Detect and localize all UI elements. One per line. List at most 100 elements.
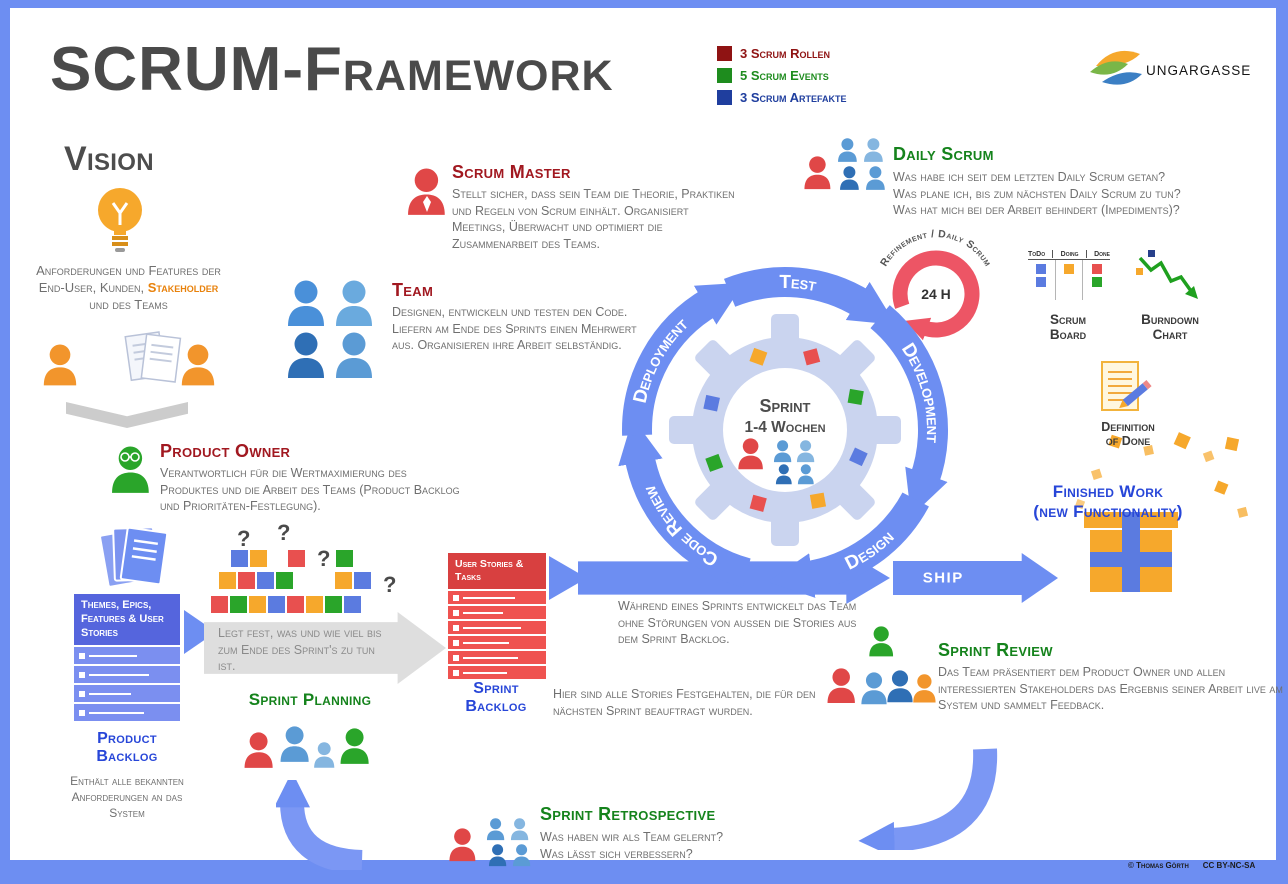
documents-icon	[124, 331, 182, 383]
scrum-board-label: Scrum Board	[1049, 312, 1087, 342]
refinement-cycle: Refinement / Daily Scrum 24 H	[878, 228, 994, 341]
daily-scrum-icon	[804, 138, 885, 190]
sprint-backlog-title: Sprint Backlog	[465, 680, 527, 716]
stakeholder-highlight: Stakeholder	[147, 280, 219, 296]
legend-swatch-events	[717, 68, 732, 83]
sprint-review-icon	[827, 626, 936, 705]
review-to-retro-arrow	[858, 748, 998, 850]
logo-text: UNGARGASSE	[1146, 62, 1252, 78]
vision-title: Vision	[64, 140, 154, 178]
board-col-doing: Doing	[1060, 250, 1079, 258]
backlog-item	[448, 651, 546, 665]
story-blocks-illustration: ? ? ? ?	[211, 524, 396, 613]
refinement-arrow-icon	[892, 250, 980, 341]
daily-question-2: Was plane ich, bis zum nächsten Daily Sc…	[893, 186, 1181, 201]
product-owner-text: Verantwortlich für die Wertmaximierung d…	[160, 466, 460, 513]
burndown-chart-label: Burndown Chart	[1141, 312, 1199, 342]
legend-swatch-roles	[717, 46, 732, 61]
cycle-ring	[618, 267, 949, 598]
product-owner-icon	[112, 446, 149, 493]
sprint-backlog-panel-title: User Stories & Tasks	[448, 553, 546, 590]
sprint-planning-text: Legt fest, was und wie viel bis zum Ende…	[218, 626, 382, 673]
gift-ribbon-horizontal	[1090, 552, 1172, 567]
retro-question-1: Was haben wir als Team gelernt?	[540, 830, 724, 844]
backlog-item	[74, 704, 180, 722]
ungargasse-logo: UNGARGASSE	[1084, 48, 1251, 92]
backlog-item	[74, 685, 180, 703]
footer-credits: © Thomas Görth CC BY-NC-SA	[1128, 861, 1255, 870]
product-backlog-panel: Themes, Epics, Features & User Stories	[74, 594, 180, 722]
svg-text:Test: Test	[779, 272, 818, 296]
sprint-flow-text: Während eines Sprints entwickelt das Tea…	[618, 599, 857, 646]
sprint-retrospective-questions: Was haben wir als Team gelernt? Was läss…	[540, 829, 850, 862]
team-text: Designen, entwickeln und testen den Code…	[392, 305, 637, 352]
sprint-backlog-text: Hier sind alle Stories Festgehalten, die…	[553, 687, 816, 718]
legend-artifacts: 3 Scrum Artefakte	[717, 90, 847, 105]
backlog-item	[74, 666, 180, 684]
backlog-item	[448, 606, 546, 620]
definition-of-done-label: Definition of Done	[1101, 420, 1155, 448]
question-mark: ?	[383, 572, 396, 597]
sprint-planning-title: Sprint Planning	[248, 690, 372, 709]
team-title: Team	[392, 280, 434, 300]
sprint-review-text: Das Team präsentiert dem Product Owner u…	[938, 665, 1283, 712]
scrum-master-icon	[408, 168, 445, 215]
product-backlog-panel-title: Themes, Epics, Features & User Stories	[74, 594, 180, 646]
lightbulb-icon	[98, 188, 142, 252]
scrum-master-title: Scrum Master	[452, 162, 571, 182]
finished-work-title: Finished Work (new Functionality)	[1033, 482, 1183, 521]
team-icon	[288, 280, 372, 378]
board-col-todo: ToDo	[1028, 250, 1046, 258]
backlog-item	[448, 621, 546, 635]
backlog-item	[74, 647, 180, 665]
legend-swatch-artifacts	[717, 90, 732, 105]
daily-question-1: Was habe ich seit dem letzten Daily Scru…	[893, 170, 1166, 184]
scrum-master-text: Stellt sicher, dass sein Team die Theori…	[452, 187, 735, 251]
ship-label: SHIP	[922, 569, 964, 587]
confetti-icon	[1074, 432, 1249, 518]
question-mark: ?	[237, 526, 250, 551]
question-mark: ?	[277, 524, 290, 545]
sprint-backlog-panel: User Stories & Tasks	[448, 553, 546, 680]
sprint-cycle-diagram: Deployment Test Development Design Code …	[618, 267, 949, 598]
product-backlog-title: Product Backlog	[96, 730, 158, 766]
sprint-retrospective-icon	[449, 818, 531, 867]
backlog-item	[448, 636, 546, 650]
stakeholder-person-icon	[43, 344, 77, 386]
scrum-board-icon: ToDo Doing Done	[1028, 250, 1110, 306]
stakeholder-person-icon	[181, 344, 215, 386]
legend: 3 Scrum Rollen 5 Scrum Events 3 Scrum Ar…	[717, 46, 847, 112]
page-title: SCRUM-Framework	[50, 35, 614, 104]
burndown-chart-icon	[1136, 250, 1198, 299]
license-label: CC BY-NC-SA	[1202, 861, 1256, 870]
author-credit: © Thomas Görth	[1128, 861, 1189, 870]
sprint-retrospective-title: Sprint Retrospective	[540, 804, 716, 824]
sprint-center-duration: 1-4 Wochen	[744, 419, 825, 436]
legend-roles: 3 Scrum Rollen	[717, 46, 847, 61]
phase-test: Test	[779, 272, 818, 296]
definition-of-done-icon	[1101, 361, 1152, 411]
sprint-review-title: Sprint Review	[938, 640, 1053, 660]
backlog-item	[448, 591, 546, 605]
product-owner-title: Product Owner	[160, 441, 291, 461]
retro-to-planning-arrow	[276, 780, 363, 870]
logo-leaves-icon	[1090, 50, 1142, 85]
backlog-item	[448, 666, 546, 680]
retro-question-2: Was lässt sich verbessern?	[540, 846, 693, 861]
planning-arrow-box: Legt fest, was und wie viel bis zum Ende…	[204, 612, 446, 684]
legend-events: 5 Scrum Events	[717, 68, 847, 83]
daily-scrum-title: Daily Scrum	[893, 144, 994, 164]
stakeholders-illustration	[43, 331, 215, 386]
sprint-planning-team-icon	[244, 726, 369, 768]
daily-question-3: Was hat mich bei der Arbeit behindert (I…	[893, 203, 1180, 217]
board-col-done: Done	[1094, 250, 1110, 258]
sprint-center-title: Sprint	[759, 396, 810, 416]
refinement-24h-label: 24 H	[921, 286, 951, 302]
vision-text: Anforderungen und Features der End-User,…	[36, 263, 221, 313]
backlog-documents-icon	[99, 526, 169, 588]
product-backlog-text: Enthält alle bekannten Anforderungen an …	[70, 774, 184, 820]
question-mark: ?	[317, 546, 330, 571]
task-squares-icon	[703, 347, 868, 512]
daily-scrum-questions: Was habe ich seit dem letzten Daily Scru…	[893, 169, 1273, 219]
